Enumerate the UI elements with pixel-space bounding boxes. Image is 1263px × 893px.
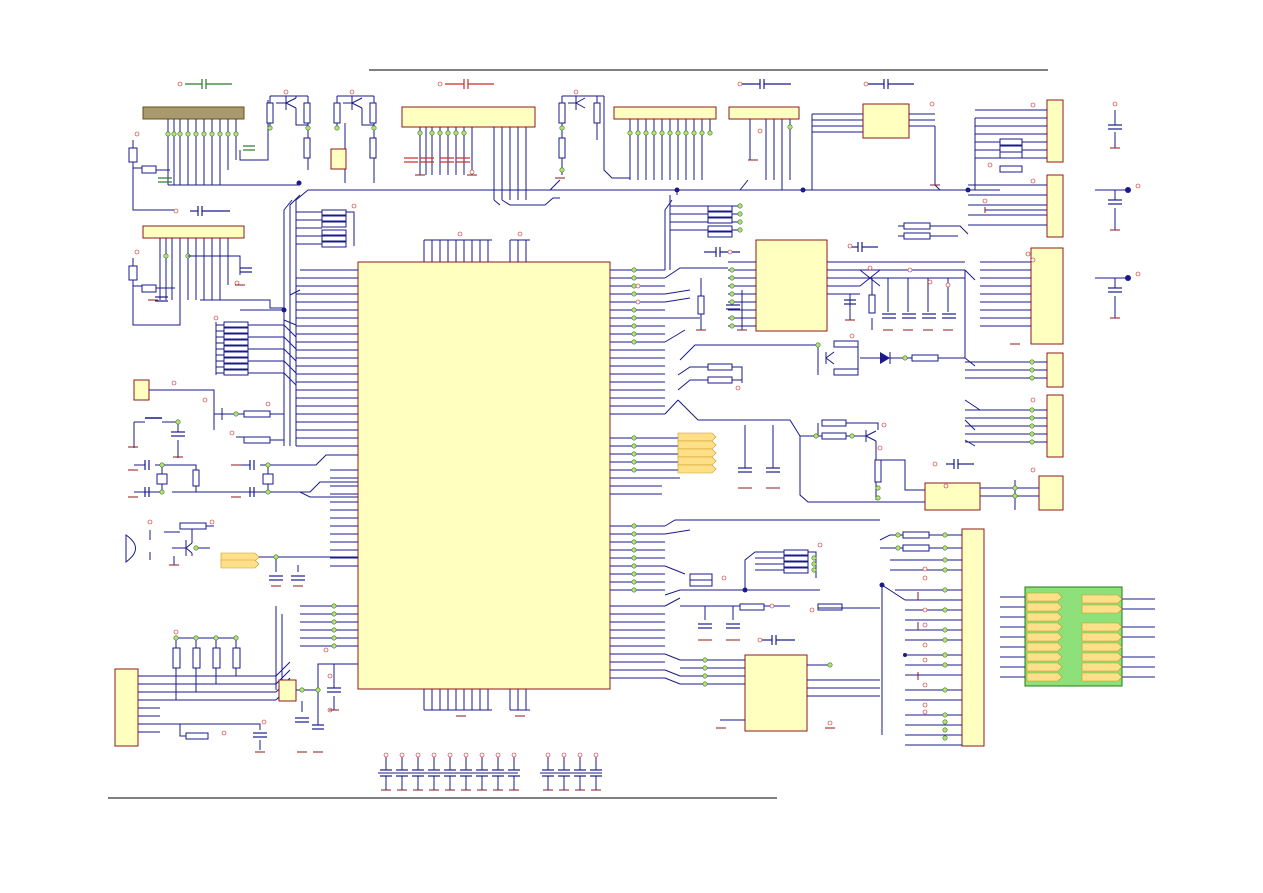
regulator-ic [811, 79, 941, 191]
connector-right-5 [965, 394, 1064, 458]
resistor-array-2 [296, 203, 357, 248]
connector-top-middle [401, 79, 560, 206]
connector-right-1 [974, 99, 1064, 190]
connector-right-2 [968, 174, 1064, 238]
top-bus [240, 189, 1000, 446]
net-tags-left [220, 552, 358, 581]
connector-top-right-1 [603, 106, 717, 180]
crystal-2 [236, 454, 358, 498]
misc-traces [283, 179, 981, 685]
mcu-right-pins [610, 269, 680, 679]
right-decoupling [1095, 101, 1141, 318]
connector-right-4 [965, 352, 1064, 388]
transistor-lower-right [677, 399, 925, 503]
transistor-block-1 [266, 89, 311, 170]
power-switch [679, 270, 966, 376]
resistors-mid [677, 363, 743, 391]
small-ic-right [924, 459, 981, 511]
ground-symbols [128, 147, 1120, 791]
connector-right-3 [980, 247, 1064, 345]
transistor-block-2 [330, 89, 377, 183]
net-tags-mcu-right [677, 432, 717, 474]
ldo-block [278, 647, 358, 730]
connector-right-large [879, 528, 985, 747]
connector-left-2 [128, 206, 284, 326]
resistor-array-1 [669, 190, 743, 270]
decoupling-cap-row [378, 752, 602, 790]
reset-circuit [133, 401, 284, 458]
connector-right-6 [980, 475, 1064, 511]
transistor-block-3 [558, 89, 605, 175]
mcu-left-pins [296, 269, 358, 647]
resistor-array-3 [213, 315, 297, 386]
main-mcu [357, 231, 611, 717]
connector-bottom-left [114, 606, 291, 750]
led-block [133, 379, 215, 408]
level-shifter-block [1000, 586, 1155, 687]
peripheral-ic-1 [697, 239, 965, 332]
connector-top-left-dark [128, 79, 300, 211]
buzzer-driver [125, 519, 215, 565]
crystal-1 [134, 460, 358, 497]
resistor-array-4 [664, 542, 823, 596]
connector-top-right-2 [728, 79, 800, 180]
cap-cluster [859, 222, 969, 330]
resistors-lower-mid [680, 603, 880, 629]
peripheral-ic-2 [680, 635, 880, 732]
